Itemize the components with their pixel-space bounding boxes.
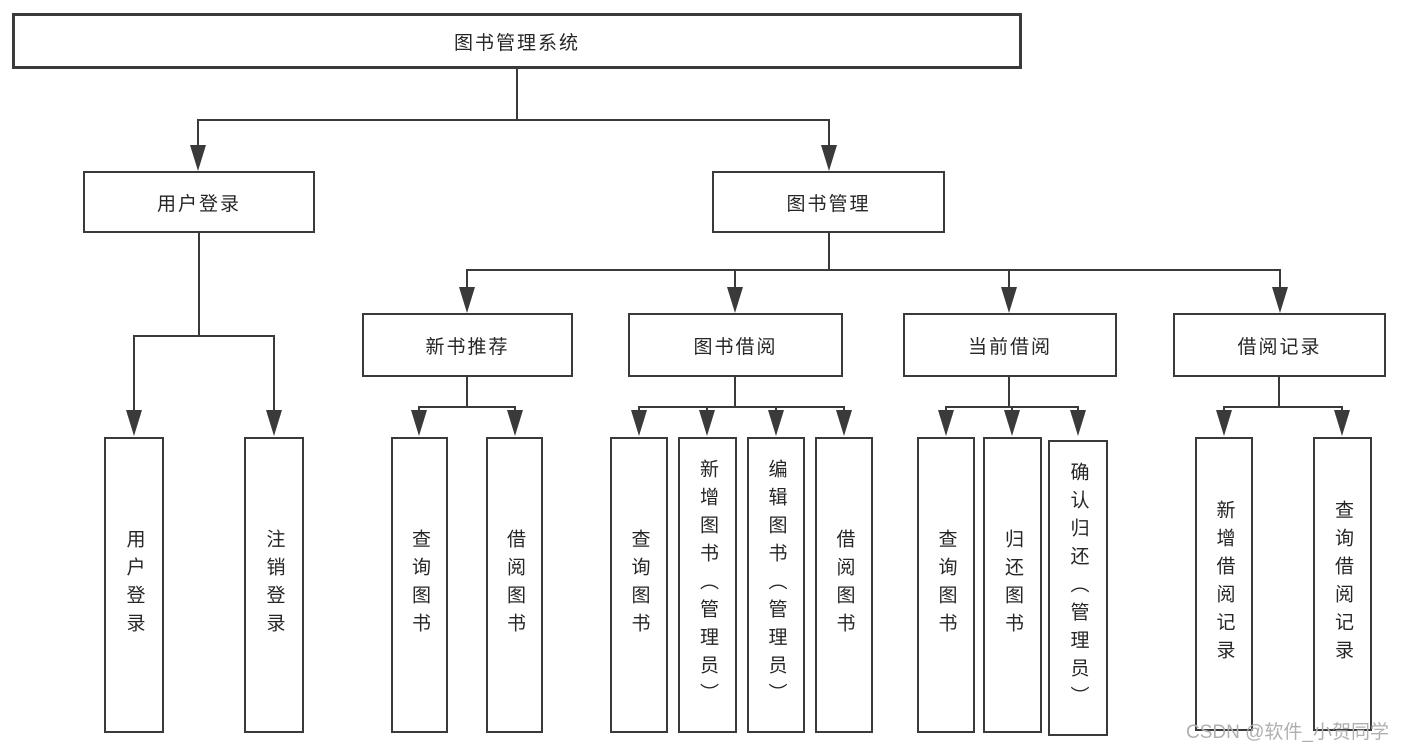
leaf-logout-label: 注销登录 — [263, 529, 285, 641]
arrowhead-to-book-borrowing — [727, 287, 743, 313]
arrowhead-currentborrow-leaf-1 — [938, 410, 954, 436]
csdn-watermark: CSDN @软件_小贺同学 — [1186, 722, 1389, 743]
leaf-records-add-record: 新增借阅记录 — [1195, 437, 1253, 731]
leaf-newbooks-query-books-label: 查询图书 — [409, 529, 430, 641]
connector-root-vline — [516, 69, 518, 121]
leaf-user-login: 用户登录 — [104, 437, 164, 733]
connector-newbooks-stub — [466, 269, 468, 289]
connector-bookmgmt-hline — [466, 269, 1281, 271]
arrowhead-to-leaf-logout — [266, 410, 282, 436]
node-book-management-label: 图书管理 — [786, 193, 871, 215]
arrowhead-currentborrow-leaf-2 — [1004, 410, 1020, 436]
arrowhead-to-leaf-user-login — [126, 410, 142, 436]
arrowhead-bookborrow-leaf-2 — [699, 410, 715, 436]
leaf-currentborrow-query-books-label: 查询图书 — [935, 529, 957, 641]
connector-root-hline — [197, 119, 830, 121]
leaf-records-query-record: 查询借阅记录 — [1313, 437, 1372, 731]
connector-newbooks-hline — [418, 406, 516, 408]
connector-userlogin-stub — [197, 119, 199, 147]
leaf-currentborrow-return-books: 归还图书 — [983, 437, 1042, 733]
connector-currentborrow-vline — [1008, 377, 1010, 408]
node-user-login: 用户登录 — [83, 171, 315, 233]
leaf-bookborrow-borrow-books: 借阅图书 — [815, 437, 873, 733]
node-borrowing-records-label: 借阅记录 — [1237, 336, 1322, 358]
connector-userlogin-drop-1 — [133, 335, 135, 411]
connector-newbooks-vline — [466, 377, 468, 408]
leaf-records-query-record-label: 查询借阅记录 — [1332, 500, 1353, 668]
node-user-login-label: 用户登录 — [156, 193, 241, 215]
leaf-bookborrow-edit-books-admin-label: 编辑图书（管理员） — [765, 459, 787, 711]
arrowhead-borrowrecords-leaf-2 — [1334, 410, 1350, 436]
node-root-label: 图书管理系统 — [453, 32, 580, 54]
arrowhead-to-new-books — [459, 287, 475, 313]
node-book-management: 图书管理 — [712, 171, 945, 233]
leaf-currentborrow-confirm-return-admin: 确认归还（管理员） — [1048, 440, 1108, 736]
leaf-currentborrow-return-books-label: 归还图书 — [1002, 529, 1023, 641]
node-current-borrowing: 当前借阅 — [903, 313, 1117, 377]
leaf-bookborrow-add-books-admin-label: 新增图书（管理员） — [697, 459, 718, 711]
connector-userlogin-drop-2 — [273, 335, 275, 411]
arrowhead-currentborrow-leaf-3 — [1070, 410, 1086, 436]
arrowhead-newbooks-leaf-1 — [411, 410, 427, 436]
leaf-currentborrow-query-books: 查询图书 — [917, 437, 975, 733]
leaf-bookborrow-query-books-label: 查询图书 — [628, 529, 650, 641]
arrowhead-to-user-login — [190, 145, 206, 171]
connector-bookmgmt-stub — [828, 119, 830, 147]
connector-borrowrecords-hline — [1223, 406, 1343, 408]
arrowhead-bookborrow-leaf-3 — [768, 410, 784, 436]
leaf-newbooks-query-books: 查询图书 — [391, 437, 448, 733]
leaf-bookborrow-borrow-books-label: 借阅图书 — [833, 529, 855, 641]
leaf-logout: 注销登录 — [244, 437, 304, 733]
connector-borrowrecords-stub — [1279, 269, 1281, 289]
leaf-newbooks-borrow-books-label: 借阅图书 — [504, 529, 525, 641]
leaf-newbooks-borrow-books: 借阅图书 — [486, 437, 543, 733]
node-new-books-label: 新书推荐 — [425, 336, 510, 358]
node-book-borrowing-label: 图书借阅 — [693, 336, 778, 358]
node-borrowing-records: 借阅记录 — [1173, 313, 1386, 377]
leaf-bookborrow-query-books: 查询图书 — [610, 437, 668, 733]
connector-bookborrow-vline — [734, 377, 736, 408]
leaf-records-add-record-label: 新增借阅记录 — [1213, 500, 1235, 668]
leaf-user-login-label: 用户登录 — [123, 529, 145, 641]
arrowhead-to-borrowing-records — [1272, 287, 1288, 313]
connector-bookborrow-hline — [638, 406, 845, 408]
node-book-borrowing: 图书借阅 — [628, 313, 843, 377]
node-new-books: 新书推荐 — [362, 313, 573, 377]
node-root-library-system: 图书管理系统 — [12, 13, 1022, 69]
connector-userlogin-vline — [198, 233, 200, 336]
connector-userlogin-hline — [133, 335, 275, 337]
arrowhead-bookborrow-leaf-1 — [631, 410, 647, 436]
node-current-borrowing-label: 当前借阅 — [967, 336, 1052, 358]
connector-currentborrow-stub — [1008, 269, 1010, 289]
leaf-bookborrow-edit-books-admin: 编辑图书（管理员） — [747, 437, 805, 733]
arrowhead-to-current-borrowing — [1001, 287, 1017, 313]
leaf-bookborrow-add-books-admin: 新增图书（管理员） — [678, 437, 737, 733]
connector-bookmgmt-vline — [828, 233, 830, 271]
leaf-currentborrow-confirm-return-admin-label: 确认归还（管理员） — [1067, 462, 1089, 714]
connector-bookborrow-stub — [734, 269, 736, 289]
arrowhead-bookborrow-leaf-4 — [836, 410, 852, 436]
connector-borrowrecords-vline — [1278, 377, 1280, 408]
arrowhead-to-book-management — [821, 145, 837, 171]
arrowhead-borrowrecords-leaf-1 — [1216, 410, 1232, 436]
arrowhead-newbooks-leaf-2 — [507, 410, 523, 436]
